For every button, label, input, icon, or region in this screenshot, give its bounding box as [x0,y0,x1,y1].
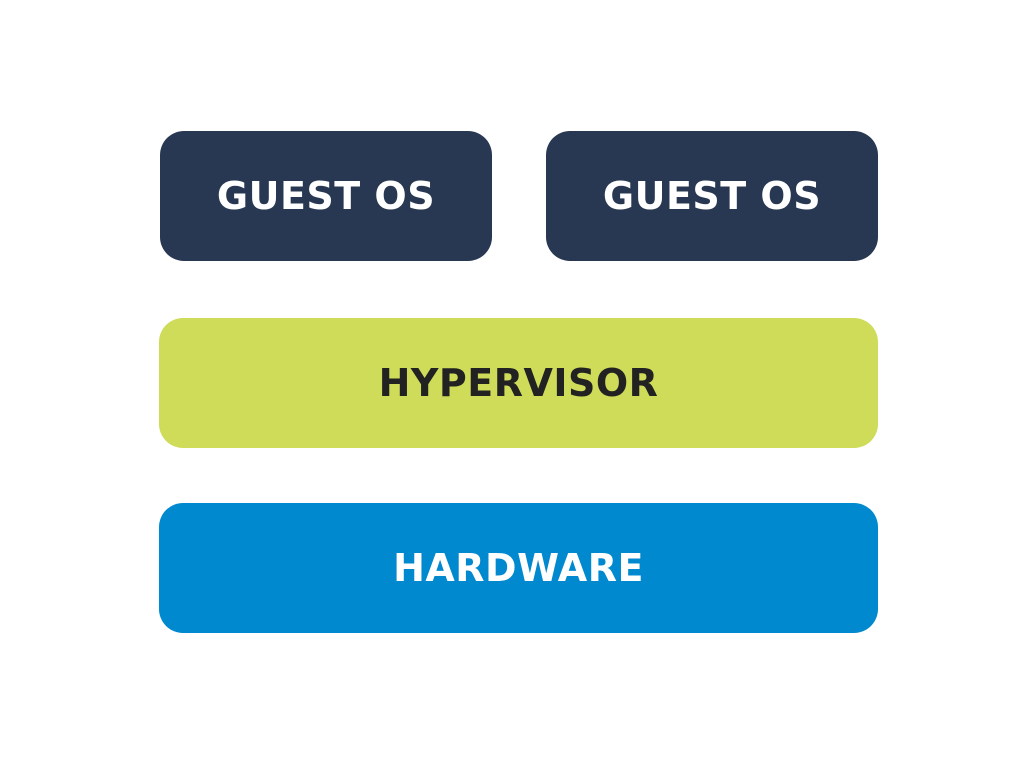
guest-os-block-2: GUEST OS [546,131,878,261]
guest-os-label-2: GUEST OS [602,174,822,218]
hardware-label: HARDWARE [393,546,644,590]
hypervisor-label: HYPERVISOR [378,361,659,405]
hardware-block: HARDWARE [159,503,878,633]
guest-os-label-1: GUEST OS [216,174,436,218]
guest-os-block-1: GUEST OS [160,131,492,261]
hypervisor-block: HYPERVISOR [159,318,878,448]
